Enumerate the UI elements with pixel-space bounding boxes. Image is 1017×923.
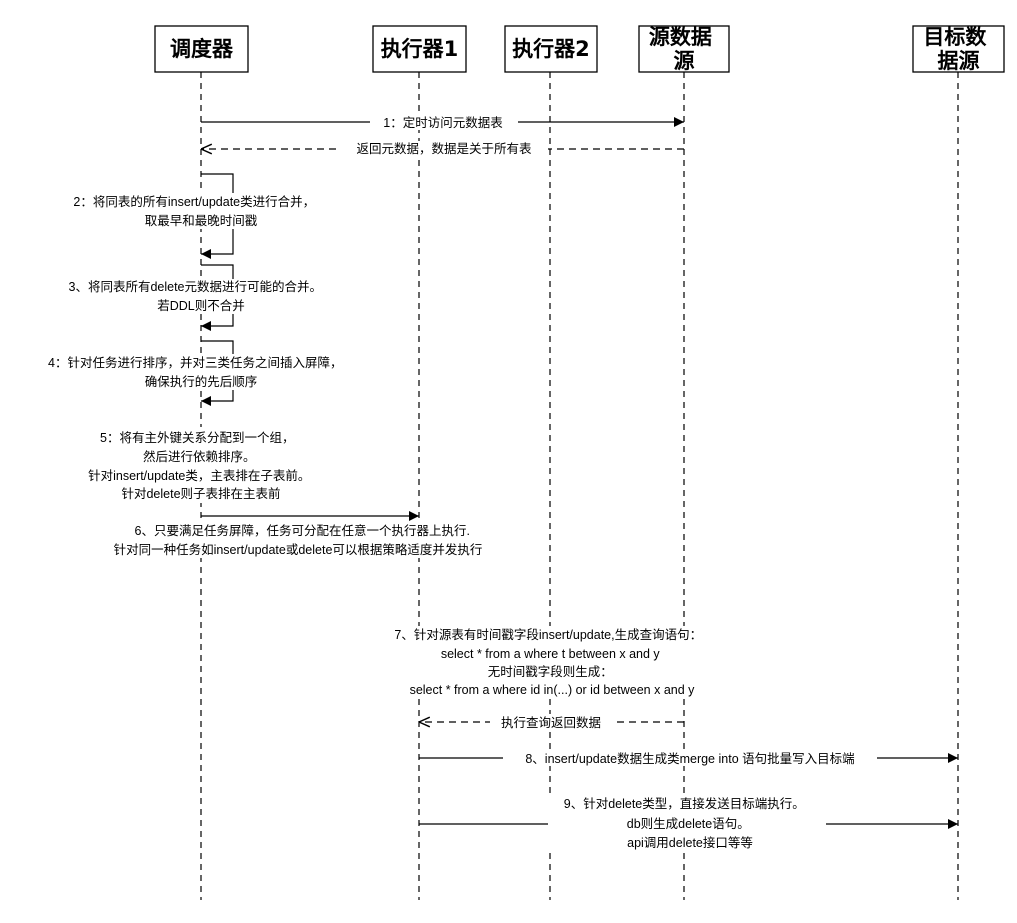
message-5-label: 5：将有主外键关系分配到一个组， 然后进行依赖排序。 针对insert/upda… [88,431,314,501]
message-8-label: 8、insert/update数据生成类merge into 语句批量写入目标端 [525,751,854,766]
message-7-return-label-bg [490,714,612,730]
message-6-label: 6、只要满足任务屏障，任务可分配在任意一个执行器上执行. 针对同一种任务如ins… [114,523,483,557]
message-4-label: 4：针对任务进行排序，并对三类任务之间插入屏障， 确保执行的先后顺序 [48,355,346,389]
participant-box-exec2 [504,25,598,73]
message-7-label: 7、针对源表有时间戳字段insert/update,生成查询语句： select… [394,627,705,697]
message-4-label-bg [30,354,365,390]
message-9-connector [419,808,551,825]
message-3-label-bg [52,279,342,314]
message-1-label: 1：定时访问元数据表 [383,115,503,130]
message-1-label-bg [370,114,518,130]
message-9-label-bg [548,796,826,852]
participant-scheduler-label: 调度器 [170,37,234,61]
message-9-label: 9、针对delete类型，直接发送目标端执行。 db则生成delete语句。 a… [564,796,809,850]
message-1-return-label-bg [340,141,548,157]
participant-box-exec1 [372,25,467,73]
participant-source-label: 源数据 源 [649,25,719,73]
participant-box-target [912,25,1005,73]
participant-box-source [638,25,730,73]
message-6-label-bg [86,522,510,558]
message-2-label-bg [60,193,332,229]
message-3-label: 3、将同表所有delete元数据进行可能的合并。 若DDL则不合并 [69,279,326,313]
participant-box-scheduler [154,25,249,73]
message-1-return-label: 返回元数据，数据是关于所有表 [356,141,532,156]
participant-exec2-label: 执行器2 [512,37,590,61]
participant-exec1-label: 执行器1 [381,37,459,61]
message-7-label-bg [375,626,730,698]
message-7-return-label: 执行查询返回数据 [501,715,601,730]
message-8-label-bg [503,750,877,766]
message-5-label-bg [70,427,330,503]
message-2-label: 2：将同表的所有insert/update类进行合并， 取最早和最晚时间戳 [73,194,318,228]
participant-target-label: 目标数 据源 [923,25,993,73]
